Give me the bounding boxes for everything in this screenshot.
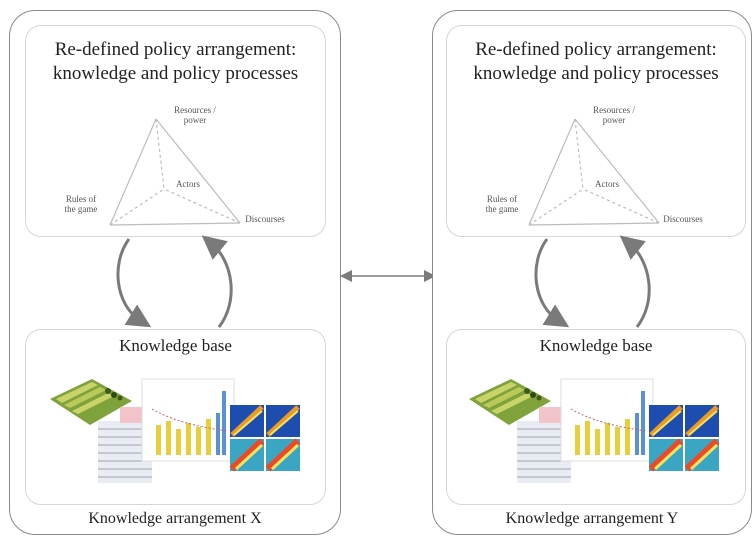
bidirectional-arrow (340, 270, 436, 282)
tetra-edge (109, 222, 241, 226)
label-resources-power: Resources / power (593, 105, 635, 125)
label-rules-of-the-game: Rules of the game (64, 194, 98, 214)
knowledge-base-illustration (50, 378, 301, 483)
policy-arrangement-title: Re-defined policy arrangement: knowledge… (473, 39, 719, 84)
label-resources-power: Resources / power (174, 105, 216, 125)
label-discourses: Discourses (663, 214, 703, 224)
label-actors: Actors (595, 179, 619, 189)
policy-tetrahedron (109, 118, 241, 226)
tetra-hidden-edge (109, 188, 165, 226)
down-arrow (534, 238, 570, 328)
heatmap-images (648, 405, 720, 472)
chart-image (560, 378, 654, 462)
chart-image (141, 378, 235, 462)
landscape-image (50, 379, 132, 425)
tetra-hidden-edge (528, 188, 584, 226)
tetra-hidden-edge (574, 118, 584, 190)
knowledge-base-title: Knowledge base (539, 336, 653, 355)
feedback-cycle-arrows (534, 235, 651, 328)
knowledge-base-title: Knowledge base (119, 336, 232, 355)
panel-footer-label: Knowledge arrangement Y (505, 510, 679, 527)
landscape-image (469, 379, 551, 425)
tetra-hidden-edge (163, 188, 241, 224)
policy-tetrahedron (528, 118, 660, 226)
label-discourses: Discourses (245, 214, 285, 224)
knowledge-arrangement-x-panel: Re-defined policy arrangement: knowledge… (9, 10, 341, 535)
knowledge-base-illustration (469, 378, 720, 483)
policy-arrangement-title: Re-defined policy arrangement: knowledge… (52, 39, 299, 84)
heatmap-images (229, 405, 301, 472)
feedback-cycle-arrows (116, 235, 233, 328)
tetra-hidden-edge (155, 118, 165, 190)
panel-footer-label: Knowledge arrangement X (88, 510, 262, 527)
label-rules-of-the-game: Rules of the game (485, 194, 519, 214)
policy-arrangement-box: Re-defined policy arrangement: knowledge… (25, 25, 326, 237)
tetra-edge (528, 118, 576, 226)
tetra-edge (155, 118, 241, 224)
knowledge-arrangement-y-panel: Re-defined policy arrangement: knowledge… (432, 10, 752, 535)
tetra-edge (528, 222, 660, 226)
tetra-edge (109, 118, 157, 226)
policy-arrangement-box: Re-defined policy arrangement: knowledge… (446, 25, 746, 237)
tetra-edge (574, 118, 660, 224)
label-actors: Actors (176, 179, 200, 189)
up-arrow (619, 235, 651, 328)
down-arrow (116, 238, 152, 328)
up-arrow (201, 235, 233, 328)
tetra-hidden-edge (582, 188, 660, 224)
